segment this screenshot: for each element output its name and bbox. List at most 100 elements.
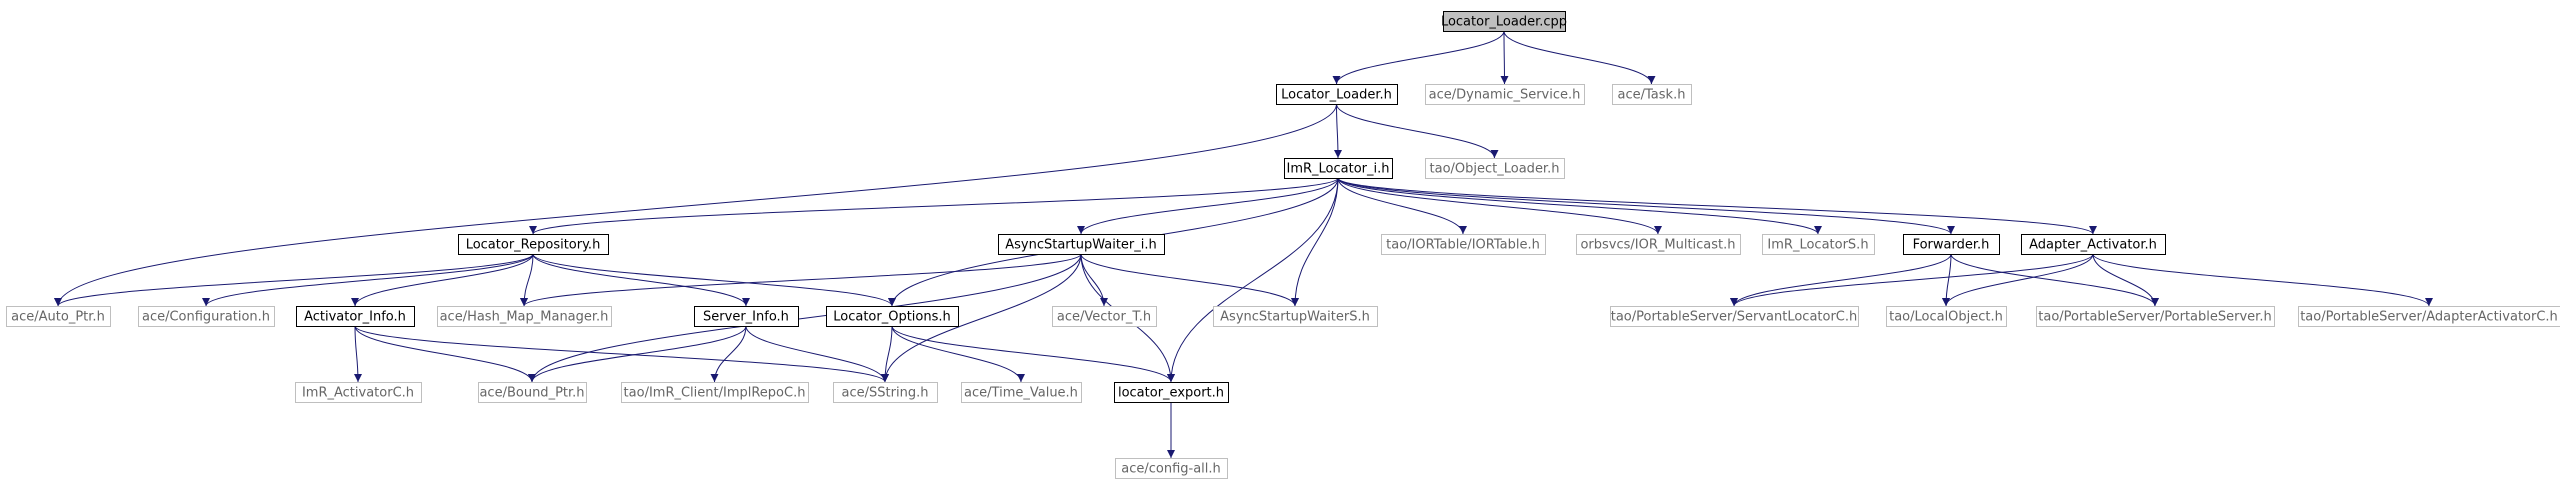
edge-n4-n6	[529, 177, 1339, 235]
edge-n11-n22	[1942, 253, 1952, 307]
node-label: ace/SString.h	[842, 386, 929, 401]
node-locator-options-h[interactable]: Locator_Options.h	[826, 306, 959, 327]
node-ace-task-h[interactable]: ace/Task.h	[1612, 84, 1692, 105]
node-box	[1276, 84, 1398, 105]
edge-n12-n23	[2092, 253, 2159, 307]
node-ace-vector-t-h[interactable]: ace/Vector_T.h	[1052, 306, 1157, 327]
node-box	[1213, 306, 1378, 327]
node-server-info-h[interactable]: Server_Info.h	[694, 306, 799, 327]
node-ace-bound-ptr-h[interactable]: ace/Bound_Ptr.h	[478, 382, 587, 403]
node-activator-info-h[interactable]: Activator_Info.h	[296, 306, 415, 327]
node-locator-repository-h[interactable]: Locator_Repository.h	[458, 234, 609, 255]
node-box	[1114, 382, 1229, 403]
node-label: ImR_LocatorS.h	[1767, 238, 1868, 253]
node-box	[621, 382, 809, 403]
node-label: tao/Object_Loader.h	[1430, 162, 1560, 177]
edge-n4-n9	[1337, 177, 1662, 235]
node-label: ace/Task.h	[1618, 88, 1686, 103]
node-box	[1610, 306, 1859, 327]
node-label: Activator_Info.h	[304, 310, 406, 325]
node-label: Server_Info.h	[703, 310, 789, 325]
edge-n0-n2	[1500, 30, 1509, 85]
edge-n12-n24	[2092, 253, 2433, 307]
node-label: Adapter_Activator.h	[2029, 238, 2157, 253]
edge-n6-n14	[202, 253, 534, 307]
node-label: ace/Auto_Ptr.h	[11, 310, 105, 325]
edge-n17-n28	[745, 325, 889, 383]
node-box	[1762, 234, 1875, 255]
node-tao-object-loader-h[interactable]: tao/Object_Loader.h	[1425, 158, 1565, 179]
edge-n6-n17	[532, 253, 750, 307]
edge-n15-n25	[353, 325, 362, 383]
node-locator-loader-cpp[interactable]: Locator_Loader.cpp	[1441, 11, 1567, 32]
edge-n1-n13	[54, 103, 1337, 307]
node-label: AsyncStartupWaiterS.h	[1220, 310, 1370, 325]
node-tao-portableserver-portableserver-h[interactable]: tao/PortableServer/PortableServer.h	[2036, 306, 2275, 327]
node-label: ace/Time_Value.h	[964, 386, 1078, 401]
edge-n17-n26	[528, 325, 747, 383]
edge-n7-n28	[881, 253, 1082, 383]
node-box	[1052, 306, 1157, 327]
node-label: ace/Hash_Map_Manager.h	[440, 310, 609, 325]
edge-n4-n10	[1337, 177, 1822, 235]
node-box	[961, 382, 1082, 403]
node-tao-iortable-iortable-h[interactable]: tao/IORTable/IORTable.h	[1381, 234, 1546, 255]
edge-n12-n21	[1730, 253, 2094, 307]
edge-n4-n8	[1337, 177, 1467, 235]
node-ace-auto-ptr-h[interactable]: ace/Auto_Ptr.h	[6, 306, 111, 327]
node-adapter-activator-h[interactable]: Adapter_Activator.h	[2021, 234, 2166, 255]
node-ace-time-value-h[interactable]: ace/Time_Value.h	[961, 382, 1082, 403]
node-box	[1903, 234, 2000, 255]
node-ace-configuration-h[interactable]: ace/Configuration.h	[138, 306, 275, 327]
edge-n11-n23	[1950, 253, 2159, 307]
node-label: tao/PortableServer/ServantLocatorC.h	[1611, 310, 1858, 325]
node-label: ace/Vector_T.h	[1057, 310, 1151, 325]
node-imr-locator-i-h[interactable]: ImR_Locator_i.h	[1284, 158, 1393, 179]
node-locator-loader-h[interactable]: Locator_Loader.h	[1276, 84, 1398, 105]
node-label: tao/PortableServer/AdapterActivatorC.h	[2300, 310, 2558, 325]
node-imr-locators-h[interactable]: ImR_LocatorS.h	[1762, 234, 1875, 255]
node-tao-localobject-h[interactable]: tao/LocalObject.h	[1886, 306, 2007, 327]
node-box	[138, 306, 275, 327]
node-locator-export-h[interactable]: locator_export.h	[1114, 382, 1229, 403]
node-label: ace/Dynamic_Service.h	[1429, 88, 1581, 103]
edge-n1-n5	[1336, 103, 1499, 159]
node-box	[998, 234, 1165, 255]
edge-n4-n12	[1337, 177, 2097, 235]
edge-n7-n19	[1080, 253, 1108, 307]
edge-n4-n30	[1167, 177, 1339, 383]
edge-n18-n28	[881, 325, 893, 383]
edge-n12-n22	[1942, 253, 2094, 307]
edge-n7-n26	[528, 253, 1082, 383]
node-tao-portableserver-servantlocatorc-h[interactable]: tao/PortableServer/ServantLocatorC.h	[1610, 306, 1859, 327]
node-forwarder-h[interactable]: Forwarder.h	[1903, 234, 2000, 255]
node-label: ace/config-all.h	[1121, 462, 1221, 477]
node-tao-imr-client-implrepoc-h[interactable]: tao/ImR_Client/ImplRepoC.h	[621, 382, 809, 403]
node-imr-activatorc-h[interactable]: ImR_ActivatorC.h	[295, 382, 422, 403]
node-box	[2298, 306, 2560, 327]
edge-n7-n16	[520, 253, 1082, 307]
node-ace-hash-map-manager-h[interactable]: ace/Hash_Map_Manager.h	[437, 306, 612, 327]
node-asyncstartupwaiters-h[interactable]: AsyncStartupWaiterS.h	[1213, 306, 1378, 327]
edge-n7-n20	[1080, 253, 1299, 307]
node-ace-dynamic-service-h[interactable]: ace/Dynamic_Service.h	[1425, 84, 1585, 105]
node-label: Locator_Options.h	[833, 310, 951, 325]
node-orbsvcs-ior-multicast-h[interactable]: orbsvcs/IOR_Multicast.h	[1576, 234, 1741, 255]
node-box	[458, 234, 609, 255]
node-label: Locator_Loader.cpp	[1441, 15, 1567, 30]
node-asyncstartupwaiter-i-h[interactable]: AsyncStartupWaiter_i.h	[998, 234, 1165, 255]
node-ace-sstring-h[interactable]: ace/SString.h	[833, 382, 938, 403]
node-label: tao/PortableServer/PortableServer.h	[2038, 310, 2271, 325]
edge-n4-n11	[1337, 177, 1955, 235]
node-box	[296, 306, 415, 327]
node-box	[1576, 234, 1741, 255]
node-label: tao/IORTable/IORTable.h	[1386, 238, 1540, 253]
node-tao-portableserver-adapteractivatorc-h[interactable]: tao/PortableServer/AdapterActivatorC.h	[2298, 306, 2560, 327]
edge-n17-n27	[710, 325, 747, 383]
node-box	[694, 306, 799, 327]
edge-n4-n20	[1291, 177, 1339, 307]
edge-n0-n3	[1503, 30, 1656, 85]
node-box	[6, 306, 111, 327]
node-ace-config-all-h[interactable]: ace/config-all.h	[1115, 458, 1228, 479]
